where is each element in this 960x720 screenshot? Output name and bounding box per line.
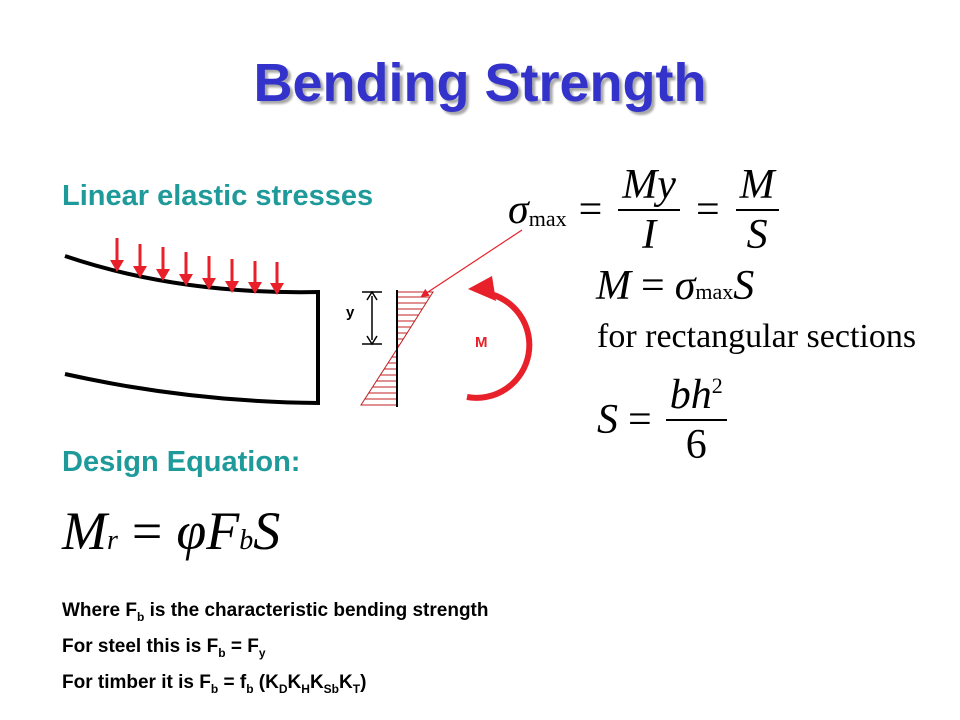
pointer-line xyxy=(420,229,523,297)
section-heading: Linear elastic stresses xyxy=(62,180,374,212)
sigma-symbol: σ xyxy=(508,187,529,233)
section-modulus-equation: S = bh2 6 xyxy=(597,371,731,469)
page-title: Bending Strength xyxy=(253,53,707,113)
y-dimension xyxy=(362,290,382,346)
note-line-1: Where Fb is the characteristic bending s… xyxy=(62,600,489,624)
load-arrow xyxy=(270,262,284,295)
moment-label: M xyxy=(475,334,488,351)
y-label: y xyxy=(346,304,355,321)
moment-arrow xyxy=(466,276,533,401)
beam-segment xyxy=(64,254,321,405)
fraction-bh2-over-6: bh2 6 xyxy=(665,371,727,469)
note-line-3: For timber it is Fb = fb (KDKHKSbKT) xyxy=(62,671,367,696)
stress-distribution xyxy=(360,290,434,407)
max-subscript: max xyxy=(528,206,567,231)
notes-block: Where Fb is the characteristic bending s… xyxy=(62,596,489,703)
design-heading: Design Equation: xyxy=(62,446,301,478)
load-arrow xyxy=(110,238,124,272)
note-line-2: For steel this is Fb = Fy xyxy=(62,635,266,660)
load-arrow xyxy=(248,261,262,294)
equals-sign: = xyxy=(695,187,720,233)
load-arrow xyxy=(225,259,239,293)
equals-sign: = xyxy=(578,187,603,233)
rectangular-note: for rectangular sections xyxy=(597,318,917,355)
fraction-my-over-i: My I xyxy=(618,161,680,259)
distributed-load-arrows xyxy=(110,238,284,295)
fraction-m-over-s: M S xyxy=(735,161,779,259)
load-arrow xyxy=(156,247,170,281)
load-arrow xyxy=(202,256,216,290)
load-arrow xyxy=(133,244,147,278)
load-arrow xyxy=(179,252,193,286)
